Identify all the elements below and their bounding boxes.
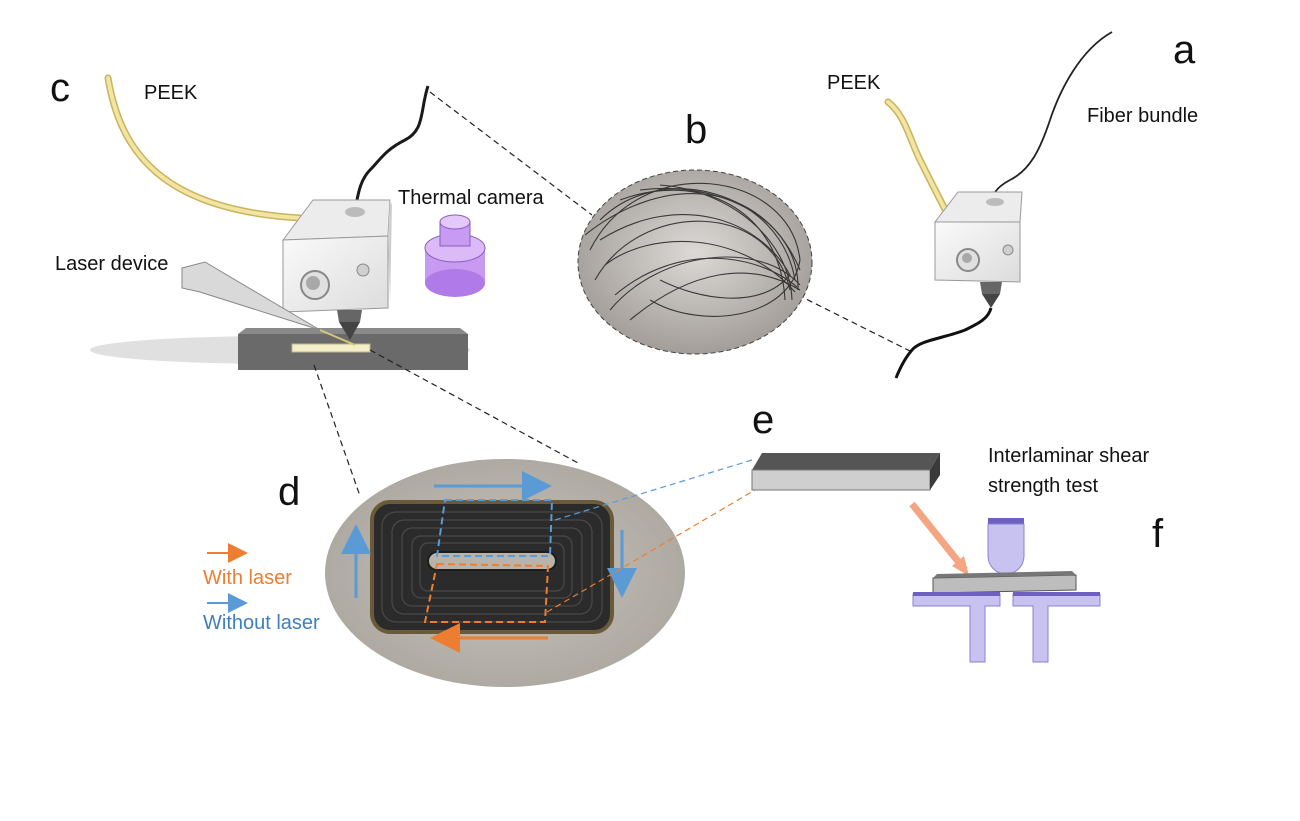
panel-label-f: f — [1152, 512, 1164, 556]
fiber-strand-a — [991, 31, 1113, 206]
peek-label-c: PEEK — [144, 82, 198, 104]
specimen-bar — [751, 453, 940, 491]
shear-test-fixture — [912, 518, 1101, 663]
shear-test-label-line2: strength test — [988, 475, 1099, 497]
legend-with-laser: With laser — [203, 567, 292, 589]
thermal-camera-label: Thermal camera — [398, 187, 544, 209]
peek-label-a: PEEK — [827, 72, 881, 94]
hotend-cube-c — [282, 235, 389, 313]
panel-label-b: b — [685, 108, 708, 152]
thermal-camera — [424, 214, 486, 297]
printer-head-a — [884, 31, 1113, 379]
laser-device-label: Laser device — [55, 253, 169, 275]
hotend-cube-a — [934, 221, 1021, 283]
laser-device — [181, 261, 321, 331]
printed-part-photo — [325, 459, 685, 687]
printed-sample — [291, 343, 371, 353]
printer-head-c — [90, 74, 486, 370]
fiber-bundle-closeup — [577, 169, 813, 355]
panel-label-e: e — [752, 398, 775, 442]
panel-label-a: a — [1173, 28, 1196, 72]
legend-without-laser: Without laser — [203, 612, 320, 634]
panel-label-c: c — [50, 66, 70, 110]
fiber-bundle-label: Fiber bundle — [1087, 105, 1199, 127]
shear-test-label-line1: Interlaminar shear — [988, 445, 1150, 467]
panel-label-d: d — [278, 470, 301, 514]
fiber-strand-c — [354, 85, 430, 206]
process-arrow — [909, 501, 968, 573]
